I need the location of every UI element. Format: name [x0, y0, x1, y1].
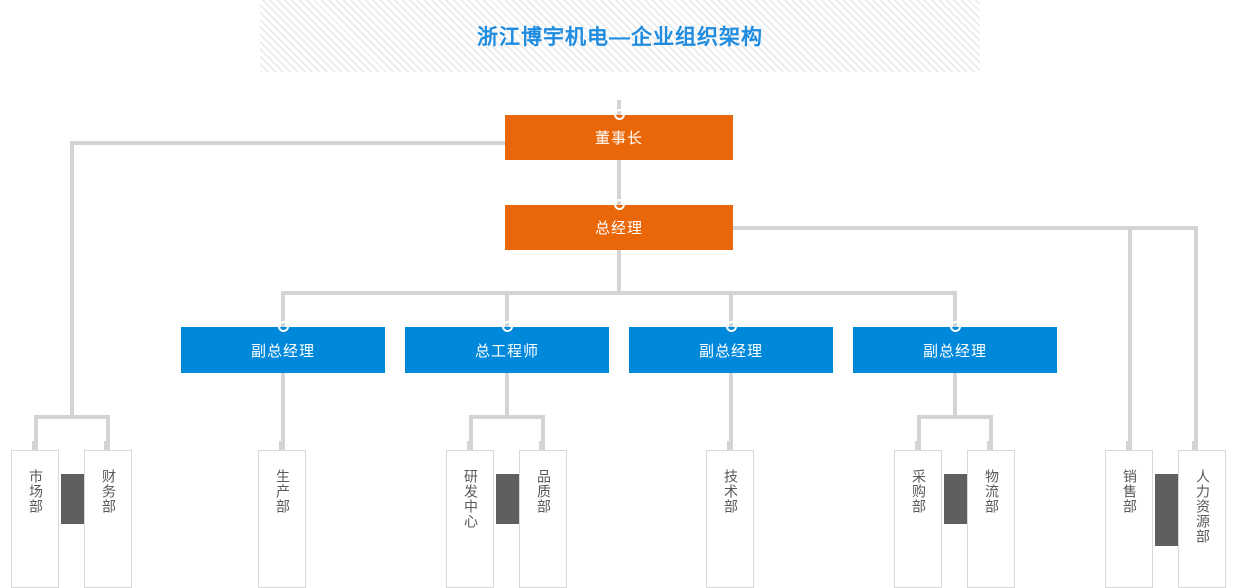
connector-vp3-to-logistics: [989, 415, 993, 451]
connector-chairman-branch-bar: [34, 415, 110, 419]
stub-quality: [539, 441, 544, 453]
connector-to-vp2: [729, 291, 733, 327]
stub-tech: [727, 441, 732, 453]
department-quality-label: 品质部: [535, 469, 552, 514]
stub-logistics: [987, 441, 992, 453]
connector-vp3-to-purchase: [917, 415, 921, 451]
stub-production: [279, 441, 284, 453]
connector-gm-to-sales: [1128, 226, 1132, 451]
stub-hr: [1192, 441, 1197, 453]
connector-to-finance: [106, 415, 110, 451]
connector-to-vp3: [953, 291, 957, 327]
node-general-manager-label: 总经理: [594, 220, 643, 237]
connector-chairman-left-arm: [72, 141, 506, 145]
department-hr[interactable]: 人力资源部: [1178, 450, 1226, 588]
department-market[interactable]: 市场部: [11, 450, 59, 588]
vp2-top-port-icon: [725, 321, 737, 332]
node-chief-engineer[interactable]: 总工程师: [405, 321, 609, 373]
department-rnd[interactable]: 研发中心: [446, 450, 494, 588]
connector-chairman-to-gm: [617, 160, 621, 205]
connector-ce-down: [505, 373, 509, 416]
connector-vp1-to-production: [281, 373, 285, 451]
stub-sales: [1126, 441, 1131, 453]
department-purchase[interactable]: 采购部: [894, 450, 942, 588]
chairman-top-port-icon: [613, 109, 625, 120]
node-chairman-label: 董事长: [594, 130, 643, 147]
node-vice-president-3-label: 副总经理: [922, 342, 987, 360]
department-finance[interactable]: 财务部: [84, 450, 132, 588]
connector-to-market: [34, 415, 38, 451]
department-sales-label: 销售部: [1121, 469, 1138, 514]
department-tech[interactable]: 技术部: [706, 450, 754, 588]
node-vice-president-3[interactable]: 副总经理: [853, 321, 1057, 373]
connector-manager-distribution-bar: [281, 291, 957, 295]
department-logistics[interactable]: 物流部: [967, 450, 1015, 588]
node-vice-president-1-label: 副总经理: [250, 342, 315, 360]
node-vice-president-2-label: 副总经理: [698, 342, 763, 360]
stub-purchase: [915, 441, 920, 453]
connector-vp3-branch-bar: [917, 415, 993, 419]
stub-market: [32, 441, 37, 453]
connector-vp2-to-tech: [729, 373, 733, 451]
node-general-manager[interactable]: 总经理: [505, 199, 733, 250]
chief-engineer-top-port-icon: [501, 321, 513, 332]
connector-vp3-down: [953, 373, 957, 416]
connector-chairman-left-drop: [70, 141, 74, 417]
connector-chairman-top-stub: [617, 100, 621, 115]
node-vice-president-1[interactable]: 副总经理: [181, 321, 385, 373]
connector-ce-to-rnd: [469, 415, 473, 451]
connector-gm-to-hr: [1194, 226, 1198, 451]
connector-gm-down: [617, 250, 621, 294]
department-rnd-label: 研发中心: [462, 469, 479, 529]
node-vice-president-2[interactable]: 副总经理: [629, 321, 833, 373]
connector-to-chief-engineer: [505, 291, 509, 327]
department-hr-label: 人力资源部: [1194, 469, 1211, 544]
department-finance-label: 财务部: [100, 469, 117, 514]
general-manager-top-port-icon: [613, 199, 625, 210]
page-title: 浙江博宇机电—企业组织架构: [477, 26, 763, 49]
department-market-label: 市场部: [27, 469, 44, 514]
node-chief-engineer-label: 总工程师: [474, 342, 539, 360]
vp1-top-port-icon: [277, 321, 289, 332]
stub-rnd: [467, 441, 472, 453]
connector-ce-to-quality: [541, 415, 545, 451]
department-quality[interactable]: 品质部: [519, 450, 567, 588]
department-production-label: 生产部: [274, 469, 291, 514]
connector-ce-branch-bar: [469, 415, 545, 419]
title-banner: 浙江博宇机电—企业组织架构: [260, 0, 980, 72]
department-logistics-label: 物流部: [983, 469, 1000, 514]
connector-to-vp1: [281, 291, 285, 327]
node-chairman[interactable]: 董事长: [505, 109, 733, 160]
department-tech-label: 技术部: [722, 469, 739, 514]
stub-finance: [104, 441, 109, 453]
department-purchase-label: 采购部: [910, 469, 927, 514]
department-production[interactable]: 生产部: [258, 450, 306, 588]
vp3-top-port-icon: [949, 321, 961, 332]
connector-gm-right-arm: [733, 226, 1198, 230]
department-sales[interactable]: 销售部: [1105, 450, 1153, 588]
